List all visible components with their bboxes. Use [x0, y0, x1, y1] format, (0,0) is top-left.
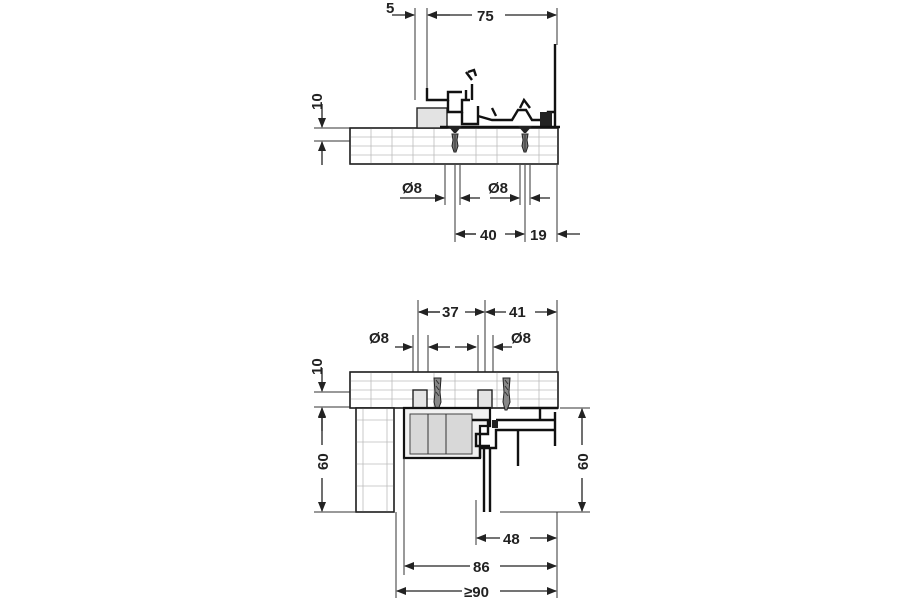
- dia-right-label: Ø8: [488, 180, 508, 197]
- dim-48-label: 48: [503, 531, 520, 548]
- dim-37-label: 37: [442, 304, 459, 321]
- dimension-dia-right: Ø8: [488, 180, 550, 202]
- dia-bottom-left-label: Ø8: [369, 330, 389, 347]
- bottom-profile: [402, 406, 558, 512]
- dia-bottom-right-label: Ø8: [511, 330, 531, 347]
- dimension-48: 48: [476, 531, 557, 548]
- screw-left: [448, 126, 462, 153]
- bottom-view: 37 41 Ø8 Ø8 10: [309, 300, 592, 600]
- screw-bottom-right: [502, 377, 511, 411]
- dimension-40: 40: [455, 227, 525, 244]
- screw-bottom-left: [433, 377, 442, 411]
- dim-86-label: 86: [473, 559, 490, 576]
- dim-60-left-label: 60: [315, 453, 332, 470]
- bottom-top-panel: [349, 371, 559, 409]
- screw-right: [518, 126, 532, 153]
- dimension-10-top: 10: [309, 93, 350, 165]
- dim-5-label: 5: [386, 0, 394, 17]
- bottom-side-panel: [355, 407, 395, 513]
- dim-75-label: 75: [477, 8, 494, 25]
- dim-19-label: 19: [530, 227, 547, 244]
- dimension-60-left: 60: [314, 408, 356, 513]
- dowel-right: [477, 389, 493, 409]
- dimension-86: 86: [404, 559, 557, 576]
- dim-90-label: ≥90: [464, 584, 489, 600]
- dim-10-label: 10: [309, 93, 326, 110]
- dimension-dia-bottom-right: Ø8: [493, 330, 531, 351]
- dimension-dia-left: Ø8: [400, 180, 480, 202]
- dimension-37: 37: [418, 304, 485, 321]
- top-view: 5 75 10: [309, 0, 580, 244]
- dim-10-bottom-label: 10: [309, 358, 326, 375]
- dimension-10-bottom: 10: [309, 358, 350, 431]
- dowel-left: [412, 389, 428, 409]
- dimension-75: 75: [428, 8, 557, 25]
- dim-40-label: 40: [480, 227, 497, 244]
- dia-left-label: Ø8: [402, 180, 422, 197]
- dim-60-right-label: 60: [575, 453, 592, 470]
- dimension-dia-bottom-left: Ø8: [369, 330, 477, 351]
- dimension-41: 41: [485, 304, 557, 321]
- dimension-19: 19: [530, 227, 580, 244]
- dim-41-label: 41: [509, 304, 526, 321]
- top-profile: [416, 44, 560, 129]
- dimension-60-right: 60: [500, 407, 592, 513]
- dimension-90: ≥90: [396, 584, 557, 600]
